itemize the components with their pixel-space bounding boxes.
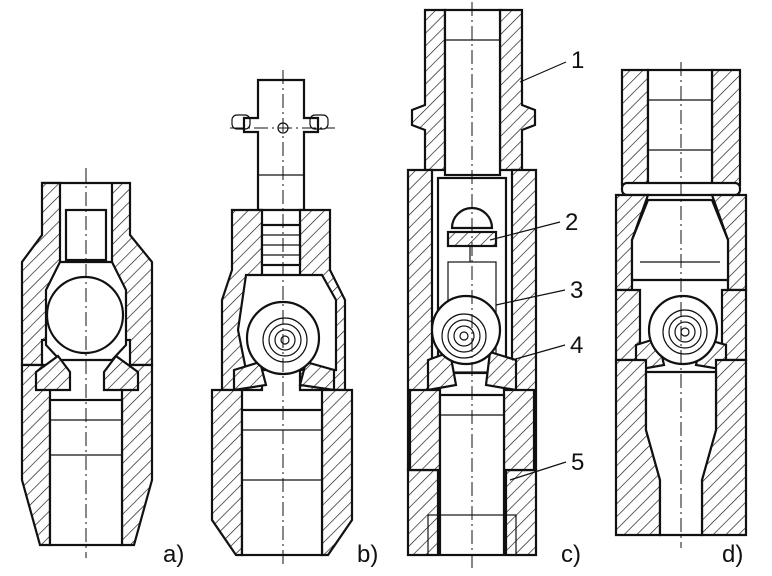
caption-b: b): [357, 541, 378, 568]
valve-d: [614, 62, 748, 548]
callout-5: 5: [571, 449, 584, 476]
callout-3: 3: [570, 277, 583, 304]
caption-a: a): [163, 541, 184, 568]
caption-d: d): [722, 541, 743, 568]
callout-leaders: [489, 61, 567, 481]
callout-1: 1: [571, 47, 584, 74]
callout-2: 2: [565, 209, 578, 236]
valve-b: [210, 70, 354, 565]
caption-c: c): [561, 541, 581, 568]
valve-c: [406, 2, 538, 568]
callout-4: 4: [570, 332, 583, 359]
valve-a: [20, 168, 154, 558]
